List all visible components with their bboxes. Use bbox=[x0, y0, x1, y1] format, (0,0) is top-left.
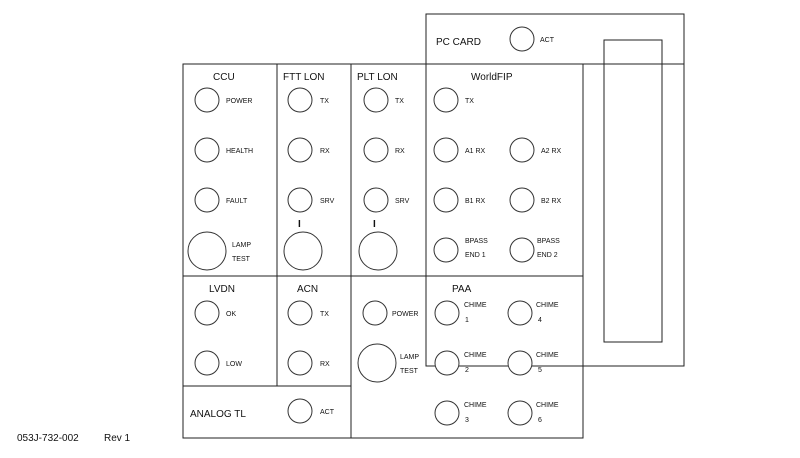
worldfip-b2rx-led bbox=[509, 187, 535, 213]
ftt-lon-service-tick: I bbox=[298, 219, 301, 230]
plt-lon-service-tick: I bbox=[373, 219, 376, 230]
acn-rx-label: RX bbox=[320, 361, 330, 368]
acn-tx-led bbox=[287, 300, 313, 326]
plt-lon-rx-label: RX bbox=[395, 148, 405, 155]
analog-tl-title: ANALOG TL bbox=[190, 409, 246, 420]
worldfip-tx-led bbox=[433, 87, 459, 113]
revision: Rev 1 bbox=[104, 433, 131, 444]
paa-power-led bbox=[362, 300, 388, 326]
lvdn-low-led bbox=[194, 350, 220, 376]
worldfip-tx-label: TX bbox=[465, 98, 474, 105]
analog-tl-act-led bbox=[287, 398, 313, 424]
worldfip-a1rx-led bbox=[433, 137, 459, 163]
worldfip-end2-label: END 2 bbox=[537, 252, 558, 259]
worldfip-bpass-end1-led bbox=[433, 237, 459, 263]
paa-lamp-test-button[interactable] bbox=[357, 343, 397, 383]
paa-chime-6-number: 6 bbox=[538, 417, 542, 424]
worldfip-a1rx-label: A1 RX bbox=[465, 148, 486, 155]
paa-chime-3-label: CHIME bbox=[464, 402, 487, 409]
ccu-test-label: TEST bbox=[232, 256, 251, 263]
ccu-power-label: POWER bbox=[226, 98, 252, 105]
paa-chime-6-label: CHIME bbox=[536, 402, 559, 409]
ccu-title: CCU bbox=[213, 72, 235, 83]
pc-card-slot bbox=[603, 39, 663, 343]
ccu-fault-led bbox=[194, 187, 220, 213]
paa-power-label: POWER bbox=[392, 311, 418, 318]
paa-chime-6-button[interactable] bbox=[507, 400, 533, 426]
acn-title: ACN bbox=[297, 284, 318, 295]
ftt-lon-rx-label: RX bbox=[320, 148, 330, 155]
plt-lon-rx-led bbox=[363, 137, 389, 163]
lvdn-title: LVDN bbox=[209, 284, 235, 295]
worldfip-bpass1-label: BPASS bbox=[465, 238, 488, 245]
paa-chime-4-number: 4 bbox=[538, 317, 542, 324]
worldfip-bpass-end2-led bbox=[509, 237, 535, 263]
paa-chime-1-label: CHIME bbox=[464, 302, 487, 309]
worldfip-b2rx-label: B2 RX bbox=[541, 198, 562, 205]
worldfip-title: WorldFIP bbox=[471, 72, 513, 83]
lvdn-ok-label: OK bbox=[226, 311, 236, 318]
lvdn-low-label: LOW bbox=[226, 361, 242, 368]
ccu-fault-label: FAULT bbox=[226, 198, 248, 205]
worldfip-b1rx-label: B1 RX bbox=[465, 198, 486, 205]
worldfip-a2rx-led bbox=[509, 137, 535, 163]
ccu-power-led bbox=[194, 87, 220, 113]
pc-card-title: PC CARD bbox=[436, 37, 481, 48]
plt-lon-service-button[interactable] bbox=[358, 231, 398, 271]
plt-lon-tx-label: TX bbox=[395, 98, 404, 105]
worldfip-bpass2-label: BPASS bbox=[537, 238, 560, 245]
analog-tl-act-label: ACT bbox=[320, 409, 335, 416]
paa-chime-3-button[interactable] bbox=[434, 400, 460, 426]
paa-chime-5-label: CHIME bbox=[536, 352, 559, 359]
plt-lon-srv-label: SRV bbox=[395, 198, 410, 205]
ftt-lon-srv-label: SRV bbox=[320, 198, 335, 205]
paa-chime-5-number: 5 bbox=[538, 367, 542, 374]
ftt-lon-tx-led bbox=[287, 87, 313, 113]
doc-number: 053J-732-002 bbox=[17, 433, 79, 444]
ccu-health-led bbox=[194, 137, 220, 163]
lvdn-ok-led bbox=[194, 300, 220, 326]
ftt-lon-tx-label: TX bbox=[320, 98, 329, 105]
plt-lon-tx-led bbox=[363, 87, 389, 113]
paa-chime-2-button[interactable] bbox=[434, 350, 460, 376]
acn-tx-label: TX bbox=[320, 311, 329, 318]
paa-chime-2-number: 2 bbox=[465, 367, 469, 374]
pc-card-outline bbox=[425, 13, 685, 367]
plt-lon-srv-led bbox=[363, 187, 389, 213]
paa-chime-1-button[interactable] bbox=[434, 300, 460, 326]
paa-chime-4-label: CHIME bbox=[536, 302, 559, 309]
paa-chime-1-number: 1 bbox=[465, 317, 469, 324]
ftt-lon-service-button[interactable] bbox=[283, 231, 323, 271]
ftt-lon-srv-led bbox=[287, 187, 313, 213]
worldfip-end1-label: END 1 bbox=[465, 252, 486, 259]
paa-title: PAA bbox=[452, 284, 472, 295]
ftt-lon-title: FTT LON bbox=[283, 72, 324, 83]
paa-chime-4-button[interactable] bbox=[507, 300, 533, 326]
acn-rx-led bbox=[287, 350, 313, 376]
paa-lamp-label: LAMP bbox=[400, 354, 419, 361]
paa-chime-2-label: CHIME bbox=[464, 352, 487, 359]
paa-test-label: TEST bbox=[400, 368, 419, 375]
main-panel-outline bbox=[182, 63, 584, 439]
ccu-health-label: HEALTH bbox=[226, 148, 253, 155]
worldfip-b1rx-led bbox=[433, 187, 459, 213]
ccu-lamp-label: LAMP bbox=[232, 242, 251, 249]
pc-card-act-label: ACT bbox=[540, 37, 555, 44]
worldfip-a2rx-label: A2 RX bbox=[541, 148, 562, 155]
ftt-lon-rx-led bbox=[287, 137, 313, 163]
pc-card-act-led bbox=[509, 26, 535, 52]
plt-lon-title: PLT LON bbox=[357, 72, 398, 83]
ccu-lamp-test-button[interactable] bbox=[187, 231, 227, 271]
paa-chime-5-button[interactable] bbox=[507, 350, 533, 376]
pc-card-top bbox=[425, 13, 685, 65]
paa-chime-3-number: 3 bbox=[465, 417, 469, 424]
